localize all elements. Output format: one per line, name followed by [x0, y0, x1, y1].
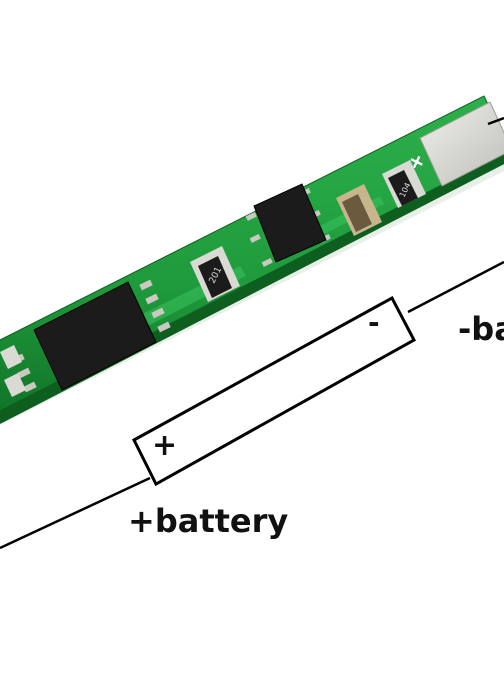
battery-callout [0, 260, 504, 550]
pcb-board: B+ [0, 95, 504, 424]
capacitor [336, 184, 382, 236]
battery-outline [132, 295, 417, 487]
pad-lead-line [487, 116, 504, 126]
left-components [0, 345, 26, 397]
ic-small [245, 183, 331, 267]
resistor-201 [190, 246, 240, 302]
plus-terminal-label: + [152, 428, 178, 463]
b-plus-pad [419, 101, 504, 187]
plus-lead-line [0, 476, 151, 550]
minus-lead-line [407, 260, 504, 314]
minus-battery-label: -ba [458, 310, 504, 348]
minus-terminal-label: - [368, 306, 380, 339]
plus-battery-label: +battery [128, 502, 289, 540]
resistor-104 [382, 160, 426, 208]
